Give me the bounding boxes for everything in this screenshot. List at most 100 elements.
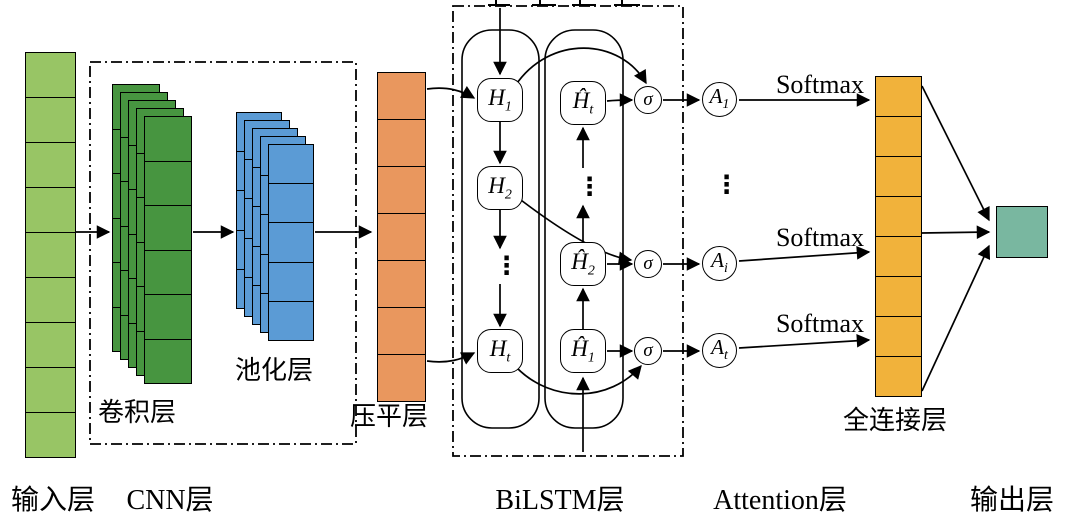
cell (269, 223, 313, 263)
arrow-ht-sigma3 (515, 364, 642, 395)
cell (26, 98, 75, 143)
cell (876, 317, 921, 357)
cell (876, 197, 921, 237)
cell (378, 355, 425, 401)
cell (876, 237, 921, 277)
cell (876, 117, 921, 157)
node-sub: t (723, 348, 728, 364)
cell (378, 308, 425, 355)
cell (876, 157, 921, 197)
cell (26, 368, 75, 413)
arrows (76, 8, 991, 452)
bottom-label-input: 输入层 (10, 485, 95, 516)
cell (26, 188, 75, 233)
cell (145, 340, 191, 384)
node-label: H1 (488, 86, 512, 115)
node-label: Ai (711, 250, 728, 276)
cell (26, 143, 75, 188)
node-sub: 1 (587, 350, 595, 366)
cell (378, 120, 425, 167)
cell (145, 295, 191, 340)
cell (26, 413, 75, 457)
node-label: Ht (490, 337, 511, 366)
cell (269, 263, 313, 302)
cell (145, 206, 191, 251)
node-sub: 1 (504, 99, 512, 115)
sigma-circle-3: σ (634, 337, 662, 365)
pool-layer-label: 池化层 (235, 356, 314, 385)
node-sub: t (506, 350, 511, 366)
sigma-circle-2: σ (634, 250, 662, 278)
output-box (996, 206, 1048, 258)
cell (876, 357, 921, 396)
node-sub: 1 (722, 97, 730, 113)
bilstm-backward-node-h2: Ĥ2 (560, 242, 606, 286)
cell (378, 73, 425, 120)
arrow-fc-output-bottom (921, 244, 991, 392)
cell (876, 77, 921, 117)
cell (145, 117, 191, 162)
cell (378, 167, 425, 214)
cell (269, 184, 313, 224)
node-base: Ĥ (572, 87, 590, 113)
node-sub: 2 (587, 263, 595, 279)
conv-layer-label: 卷积层 (98, 398, 177, 427)
conv-panel (144, 116, 192, 384)
node-base: A (711, 335, 724, 360)
arrow-softmax-mid (738, 246, 871, 262)
node-base: H (489, 335, 507, 361)
fc-layer-label: 全连接层 (843, 406, 948, 435)
sigma-circle-1: σ (634, 86, 662, 114)
node-base: Ĥ (571, 335, 588, 361)
node-label: At (711, 337, 728, 363)
node-base: Ĥ (571, 248, 588, 274)
cnn-group-box (89, 61, 357, 445)
node-base: H (488, 84, 505, 110)
cell (26, 323, 75, 368)
bottom-label-attention: Attention层 (713, 485, 847, 516)
cell (269, 302, 313, 340)
bottom-label-output: 输出层 (969, 485, 1054, 516)
cell (378, 261, 425, 308)
softmax-label-top: Softmax (775, 70, 865, 99)
cell (269, 145, 313, 185)
node-base: H (488, 172, 505, 198)
backward-lstm-pill (544, 29, 624, 429)
softmax-label-bottom: Softmax (775, 309, 865, 338)
node-base: A (711, 248, 724, 273)
backward-ellipsis: ⋮ (577, 172, 602, 201)
attention-ellipsis: ⋮ (714, 170, 739, 199)
node-sub: i (723, 261, 728, 277)
arrow-fc-output-top (921, 85, 990, 222)
cell (876, 277, 921, 317)
cell (145, 162, 191, 206)
softmax-label-mid: Softmax (775, 223, 865, 252)
node-label: Ĥ2 (571, 250, 595, 279)
node-label: H2 (488, 174, 512, 203)
arrow-hbt-sigma1 (606, 93, 634, 107)
cell (26, 278, 75, 323)
bottom-label-cnn: CNN层 (126, 485, 214, 516)
arrow-h1-sigma1 (514, 47, 647, 87)
fc-layer-stack (875, 76, 922, 397)
bilstm-backward-node-ht: Ĥt (560, 81, 606, 125)
node-label: Ĥt (573, 89, 594, 118)
flatten-layer-stack (377, 72, 426, 402)
cell (26, 233, 75, 278)
arrow-fc-output-mid (921, 225, 991, 239)
attention-node-a1: A1 (702, 82, 737, 117)
node-sub: t (589, 102, 594, 118)
pool-panel (268, 144, 314, 341)
node-label: Ĥ1 (571, 337, 595, 366)
node-base: A (709, 84, 723, 109)
flatten-layer-label: 压平层 (350, 402, 429, 431)
arrow-flatten-to-h1 (426, 85, 476, 99)
bottom-label-bilstm: BiLSTM层 (495, 485, 625, 516)
cell (26, 53, 75, 98)
bilstm-backward-node-h1: Ĥ1 (560, 329, 606, 373)
bilstm-forward-node-h1: H1 (477, 78, 523, 122)
input-layer-stack (25, 52, 76, 458)
bilstm-forward-node-ht: Ht (477, 329, 523, 373)
